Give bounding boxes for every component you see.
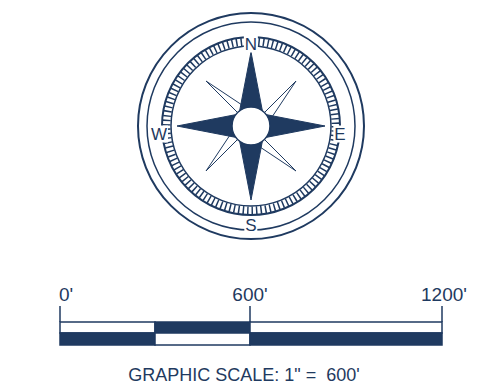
scale-tick [249, 306, 251, 322]
north-letter: N [244, 36, 258, 53]
scale-segment [250, 333, 442, 345]
center-circle [232, 107, 270, 145]
west-letter: W [150, 126, 168, 143]
outer-ring [138, 13, 364, 239]
degree-ticks [167, 42, 336, 211]
east-letter: E [333, 126, 346, 143]
scale-segment [60, 322, 155, 333]
outer-ring [147, 22, 355, 230]
scale-segment [155, 333, 250, 345]
scale-value: 1200' [421, 285, 467, 304]
inner-ring [171, 46, 331, 206]
scale-tick [441, 306, 443, 322]
scale-segment [250, 322, 442, 333]
scale-value: 0' [59, 285, 73, 304]
scale-segment [60, 333, 155, 345]
inner-ring [162, 37, 340, 215]
scale-tick [59, 306, 61, 322]
scale-segment [155, 322, 250, 333]
south-letter: S [244, 217, 257, 234]
scale-value: 600' [232, 285, 267, 304]
scale-caption: GRAPHIC SCALE: 1" = 600' [128, 366, 359, 384]
